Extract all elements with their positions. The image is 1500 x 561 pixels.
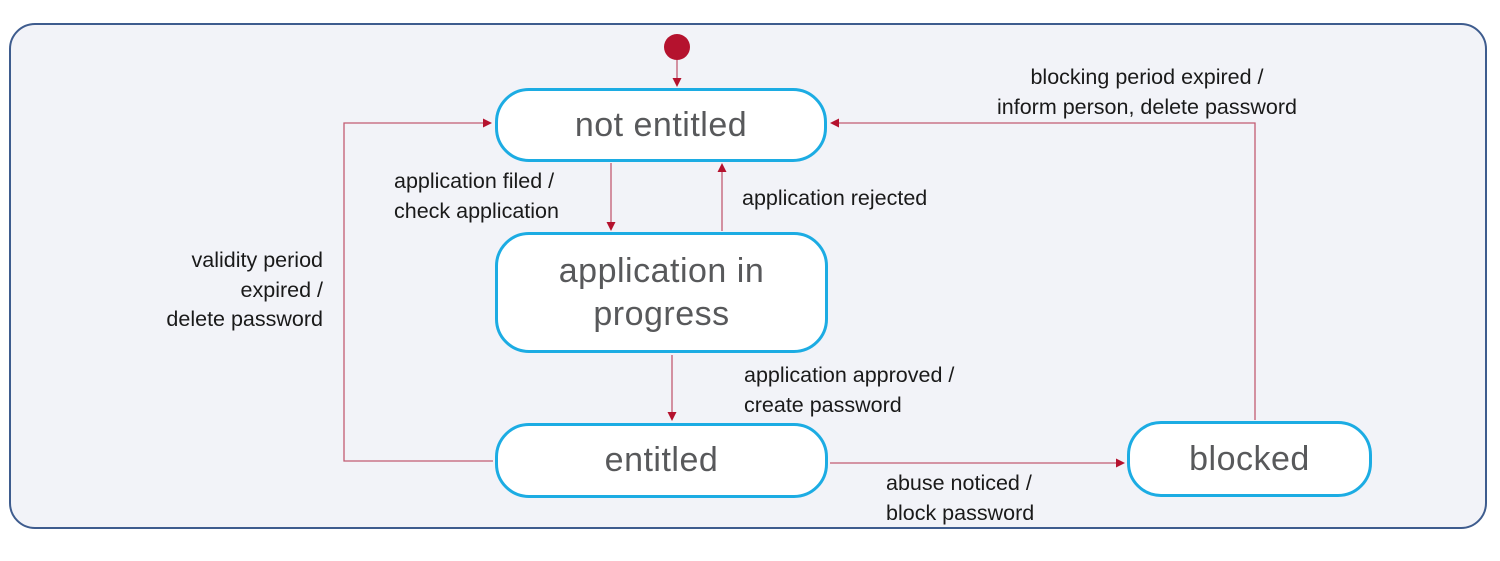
state-blocked: blocked [1127,421,1372,497]
label-validity-period-expired: validity period expired / delete passwor… [166,248,323,332]
state-blocked-label: blocked [1189,439,1310,478]
state-application-in-progress-label: application in progress [558,252,765,333]
label-application-rejected: application rejected [742,186,928,210]
state-entitled-label: entitled [604,441,719,480]
state-not-entitled-label: not entitled [574,105,748,144]
state-application-in-progress: application in progress [495,232,828,353]
label-application-filed: application filed / check application [394,169,559,223]
label-application-approved: application approved / create password [744,363,955,417]
label-blocking-period-expired: blocking period expired / inform person,… [997,65,1297,119]
label-abuse-noticed: abuse noticed / block password [886,471,1035,525]
initial-state-icon [664,34,690,60]
state-entitled: entitled [495,423,828,498]
state-not-entitled: not entitled [495,88,827,162]
